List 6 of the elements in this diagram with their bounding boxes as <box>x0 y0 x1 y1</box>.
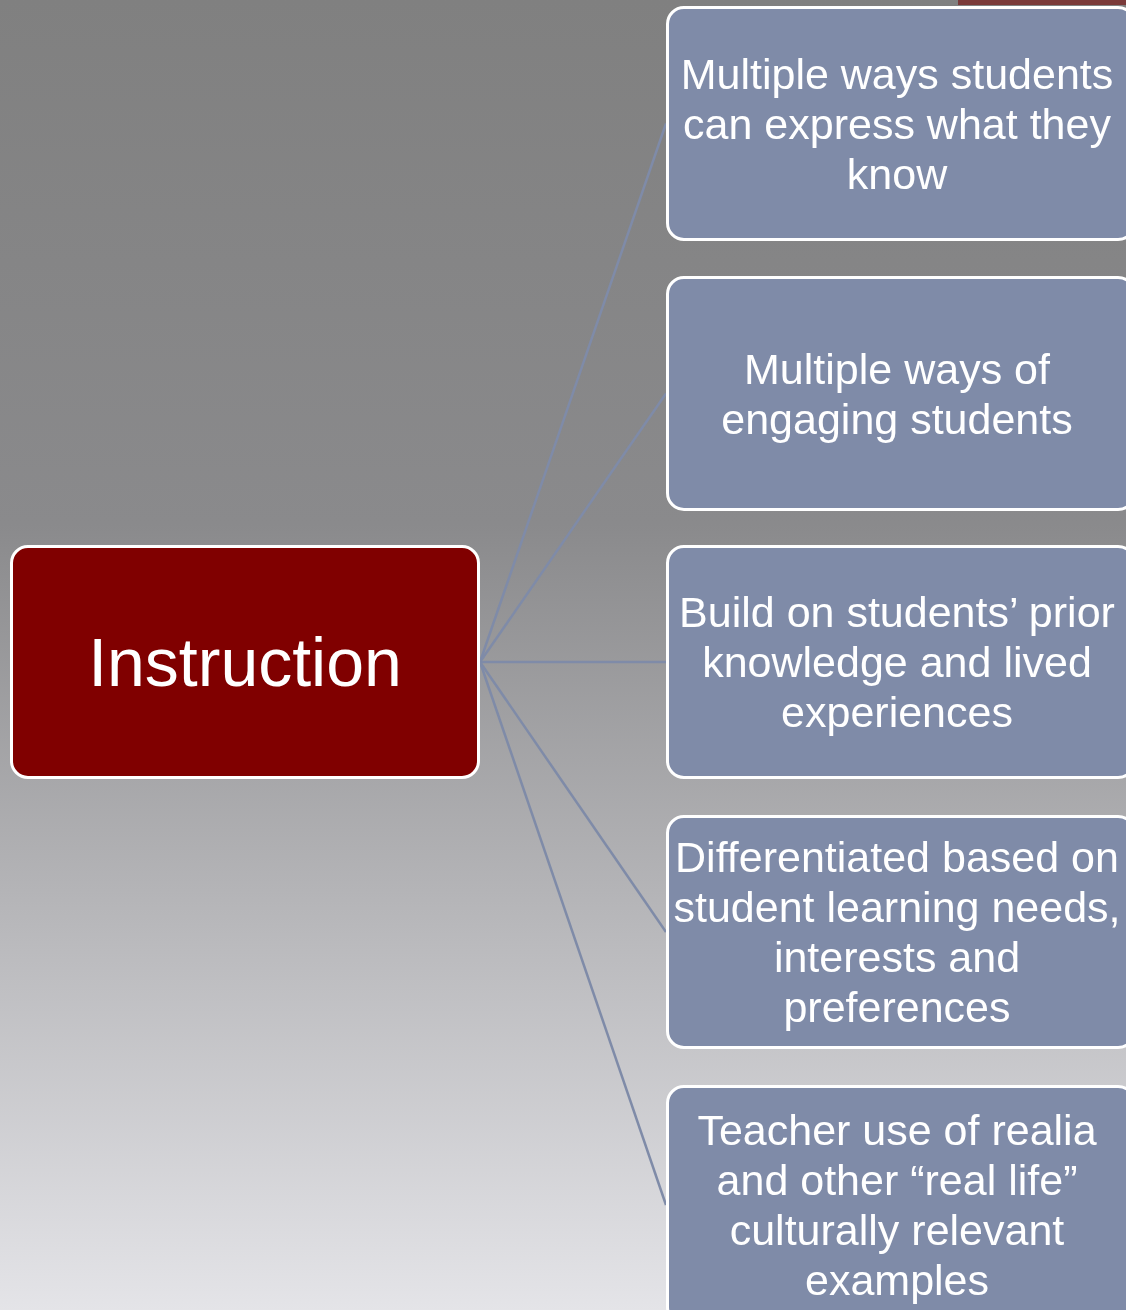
point-box: Build on students’ prior knowledge and lived experiences <box>666 545 1126 779</box>
point-box: Teacher use of realia and other “real life” culturally relevant examples <box>666 1085 1126 1310</box>
point-box: Multiple ways of engaging students <box>666 276 1126 511</box>
point-box: Multiple ways students can express what they know <box>666 6 1126 241</box>
topic-box: Instruction <box>10 545 480 779</box>
point-box: Differentiated based on student learning needs, interests and preferences <box>666 815 1126 1049</box>
